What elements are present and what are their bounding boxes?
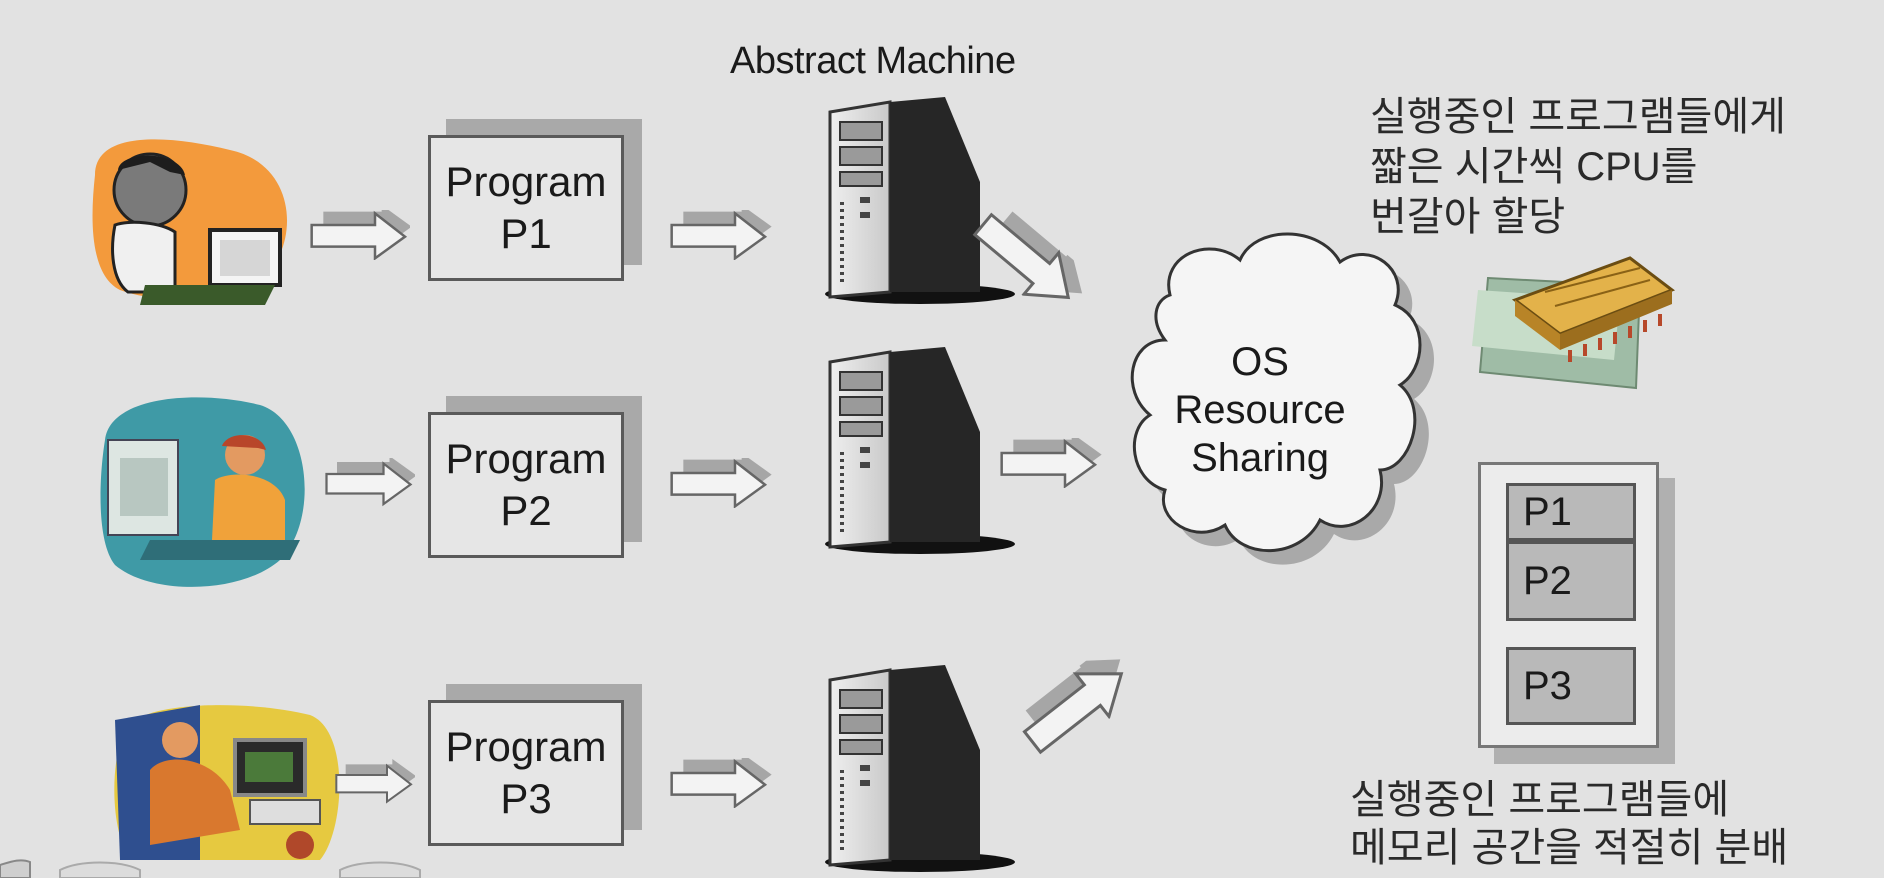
program-label: Program	[445, 722, 607, 770]
arrow-icon	[325, 458, 415, 506]
memory-note-line: 실행중인 프로그램들에	[1350, 778, 1730, 822]
arrow-icon	[1007, 637, 1146, 766]
memory-block-icon: P1 P2 P3	[1478, 462, 1659, 748]
arrow-icon	[670, 458, 774, 508]
arrow-icon	[670, 758, 774, 808]
program-box-p1: Program P1	[428, 135, 624, 281]
server-tower-icon	[823, 95, 1017, 306]
user-at-computer-icon	[100, 397, 305, 587]
diagram-title: Abstract Machine	[730, 40, 1016, 82]
memory-cell-p3: P3	[1506, 647, 1636, 725]
decorative-bubble-icon	[0, 859, 421, 878]
cpu-note: 실행중인 프로그램들에게 짧은 시간씩 CPU를 번갈아 할당	[1370, 92, 1786, 242]
arrow-icon	[1000, 438, 1104, 488]
memory-cell-p2: P2	[1506, 541, 1636, 621]
user-at-computer-icon	[92, 139, 288, 305]
memory-note: 실행중인 프로그램들에 메모리 공간을 적절히 분배	[1350, 776, 1788, 872]
arrow-icon	[963, 194, 1101, 325]
arrow-icon	[335, 758, 415, 803]
cloud-label-line: Resource	[1174, 388, 1346, 432]
program-id: P1	[500, 210, 552, 257]
cloud-label-line: Sharing	[1191, 436, 1329, 480]
server-tower-icon	[823, 663, 1017, 874]
server-tower-icon	[823, 345, 1017, 556]
program-box-p3: Program P3	[428, 700, 624, 846]
arrow-icon	[670, 210, 774, 260]
cpu-note-line: 번갈아 할당	[1370, 195, 1566, 239]
program-id: P2	[500, 487, 552, 534]
program-box-p2: Program P2	[428, 412, 624, 558]
arrow-icon	[310, 210, 410, 260]
program-label: Program	[445, 434, 607, 482]
cpu-chip-icon	[1472, 256, 1676, 390]
cpu-note-line: 짧은 시간씩 CPU를	[1370, 145, 1698, 189]
cloud-label-line: OS	[1231, 340, 1289, 384]
user-at-computer-icon	[114, 705, 340, 860]
program-id: P3	[500, 775, 552, 822]
memory-cell-p1: P1	[1506, 483, 1636, 541]
cpu-note-line: 실행중인 프로그램들에게	[1370, 95, 1786, 139]
cloud-label: OS Resource Sharing	[1140, 338, 1380, 482]
cloud-icon	[1130, 232, 1434, 565]
program-label: Program	[445, 157, 607, 205]
memory-note-line: 메모리 공간을 적절히 분배	[1350, 826, 1789, 870]
